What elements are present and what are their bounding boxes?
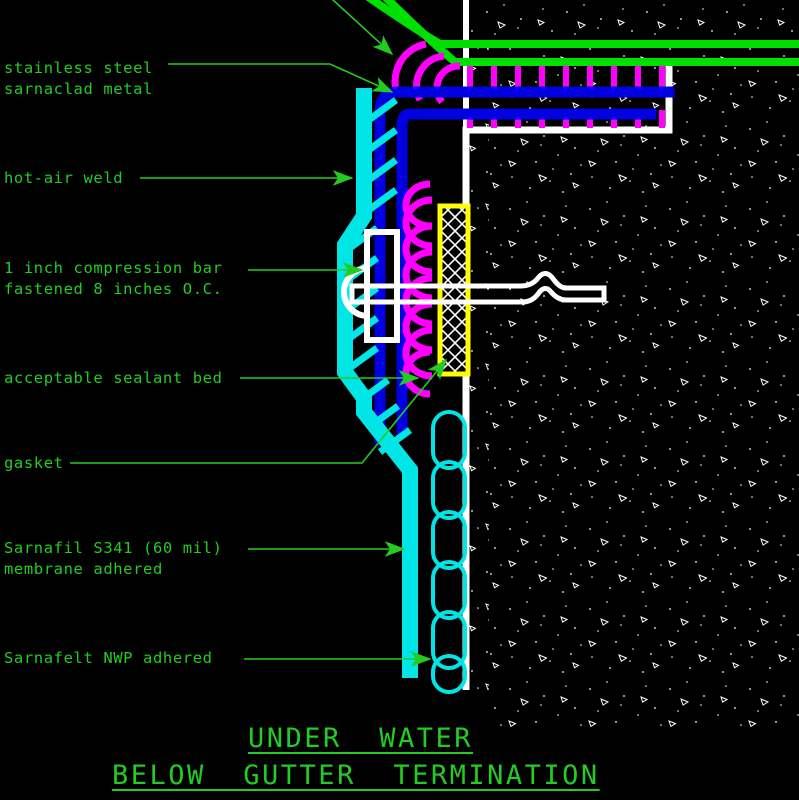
sarnafil-membrane <box>337 88 418 678</box>
sealant-bed-arcs <box>402 180 433 398</box>
label-sarnafelt: Sarnafelt NWP adhered <box>4 649 213 667</box>
leader-stainless-steel <box>168 63 394 93</box>
label-sarnafil-membrane: Sarnafil S341 (60 mil) membrane adhered <box>4 539 223 578</box>
label-stainless-steel: stainless steel sarnaclad metal <box>4 59 153 98</box>
gasket-block <box>437 203 471 377</box>
fastener-anchor <box>349 271 607 305</box>
sarnafelt-nwp-chain <box>431 410 467 694</box>
label-gasket: gasket <box>4 454 64 472</box>
leader-sarnaclad-top <box>331 0 394 56</box>
sarnaclad-metal <box>365 0 799 66</box>
leader-gasket <box>70 358 448 464</box>
leader-lines <box>70 0 448 667</box>
title-line-1: UNDER WATER <box>248 723 474 754</box>
label-compression-bar: 1 inch compression bar fastened 8 inches… <box>4 259 223 298</box>
title-line-2: BELOW GUTTER TERMINATION <box>112 760 600 791</box>
label-hot-air-weld: hot-air weld <box>4 169 124 187</box>
label-sealant-bed: acceptable sealant bed <box>4 369 223 387</box>
